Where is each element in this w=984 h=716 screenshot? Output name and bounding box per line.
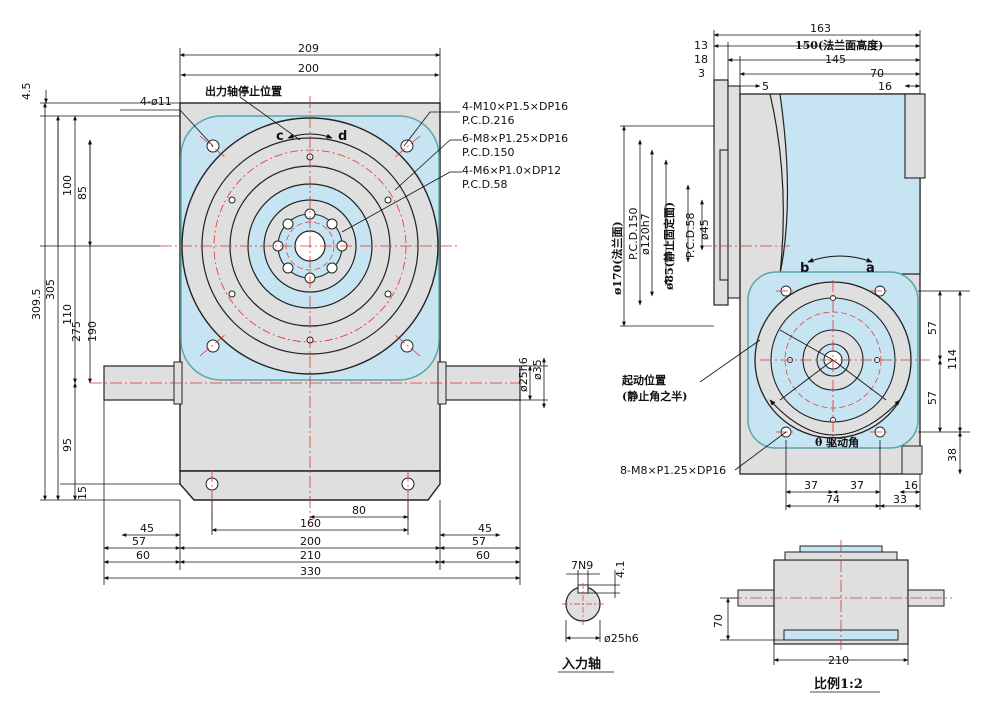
side-dim-pcd150: P.C.D.150 <box>627 207 640 260</box>
input-shaft-section <box>558 570 620 673</box>
dim-110: 110 <box>61 304 74 325</box>
dim-45-left: 45 <box>140 522 154 535</box>
label-m10: 4-M10×P1.5×DP16 <box>462 100 568 113</box>
label-m6: 4-M6×P1.0×DP12 <box>462 164 561 177</box>
side-dim-pcd58: P.C.D.58 <box>684 212 697 258</box>
side-dim-70: 70 <box>870 67 884 80</box>
side-dim-13: 13 <box>694 39 708 52</box>
label-start-position: 起动位置 <box>621 373 666 387</box>
label-m8: 6-M8×P1.25×DP16 <box>462 132 568 145</box>
side-dim-16-top: 16 <box>878 80 892 93</box>
dim-15: 15 <box>76 486 89 500</box>
dim-60-left: 60 <box>136 549 150 562</box>
label-stop-position: 出力轴停止位置 <box>205 84 282 98</box>
shaft-key-depth: 4.1 <box>614 561 627 579</box>
dim-4-5: 4.5 <box>20 83 33 101</box>
dim-330: 330 <box>300 565 321 578</box>
label-pcd150: P.C.D.150 <box>462 146 515 159</box>
dim-shaft-35: ø35 <box>531 359 544 380</box>
dim-200-bottom: 200 <box>300 535 321 548</box>
side-dim-57a: 57 <box>926 321 939 335</box>
side-dim-38: 38 <box>946 448 959 462</box>
dim-95: 95 <box>61 438 74 452</box>
side-dim-33: 33 <box>893 493 907 506</box>
dim-shaft-25: ø25h6 <box>517 357 530 392</box>
dim-160: 160 <box>300 517 321 530</box>
dim-57-left: 57 <box>132 535 146 548</box>
dim-209: 209 <box>298 42 319 55</box>
dim-60-right: 60 <box>476 549 490 562</box>
side-blue-housing <box>779 93 921 275</box>
side-dim-37a: 37 <box>804 479 818 492</box>
bottom-dim-210: 210 <box>828 654 849 667</box>
label-pcd58: P.C.D.58 <box>462 178 508 191</box>
bottom-dim-70: 70 <box>712 614 725 628</box>
side-dim-163: 163 <box>810 22 831 35</box>
label-drive-angle: θ 驱动角 <box>815 435 859 449</box>
dim-100: 100 <box>61 175 74 196</box>
bottom-view <box>720 540 952 693</box>
side-dim-5: 5 <box>762 80 769 93</box>
side-dim-85: ø85(静止固定面) <box>662 202 676 290</box>
side-label-b: b <box>800 261 809 276</box>
front-view <box>90 96 530 520</box>
dim-190: 190 <box>86 321 99 342</box>
label-pcd216: P.C.D.216 <box>462 114 515 127</box>
label-4-holes: 4-ø11 <box>140 95 172 108</box>
dim-275: 275 <box>70 321 83 342</box>
dim-80: 80 <box>352 504 366 517</box>
side-label-a: a <box>866 261 875 276</box>
label-c: c <box>276 129 284 144</box>
side-dim-74: 74 <box>826 493 840 506</box>
dim-85: 85 <box>76 186 89 200</box>
side-dim-16-bottom: 16 <box>904 479 918 492</box>
side-dim-57b: 57 <box>926 391 939 405</box>
dim-309-5: 309.5 <box>30 289 43 321</box>
side-dim-3: 3 <box>698 67 705 80</box>
scale-label: 比例1:2 <box>814 676 863 692</box>
side-dim-120: ø120h7 <box>639 213 652 255</box>
side-view <box>700 79 930 475</box>
dim-200-top: 200 <box>298 62 319 75</box>
dim-57-right: 57 <box>472 535 486 548</box>
dim-305: 305 <box>44 279 57 300</box>
label-d: d <box>338 129 347 144</box>
side-dim-37b: 37 <box>850 479 864 492</box>
side-dim-150: 150(法兰面高度) <box>795 38 883 52</box>
input-shaft-title: 入力轴 <box>562 656 601 672</box>
side-dim-170: ø170(法兰面) <box>610 221 624 295</box>
dim-45-right: 45 <box>478 522 492 535</box>
shaft-key-7n9: 7N9 <box>571 559 593 572</box>
side-dim-45: ø45 <box>698 219 711 240</box>
side-dim-18: 18 <box>694 53 708 66</box>
shaft-dia: ø25h6 <box>604 632 639 645</box>
dim-210: 210 <box>300 549 321 562</box>
label-8-m8: 8-M8×P1.25×DP16 <box>620 464 726 477</box>
side-dim-145: 145 <box>825 53 846 66</box>
side-dim-114: 114 <box>946 349 959 370</box>
label-half-angle: (静止角之半) <box>622 389 687 403</box>
